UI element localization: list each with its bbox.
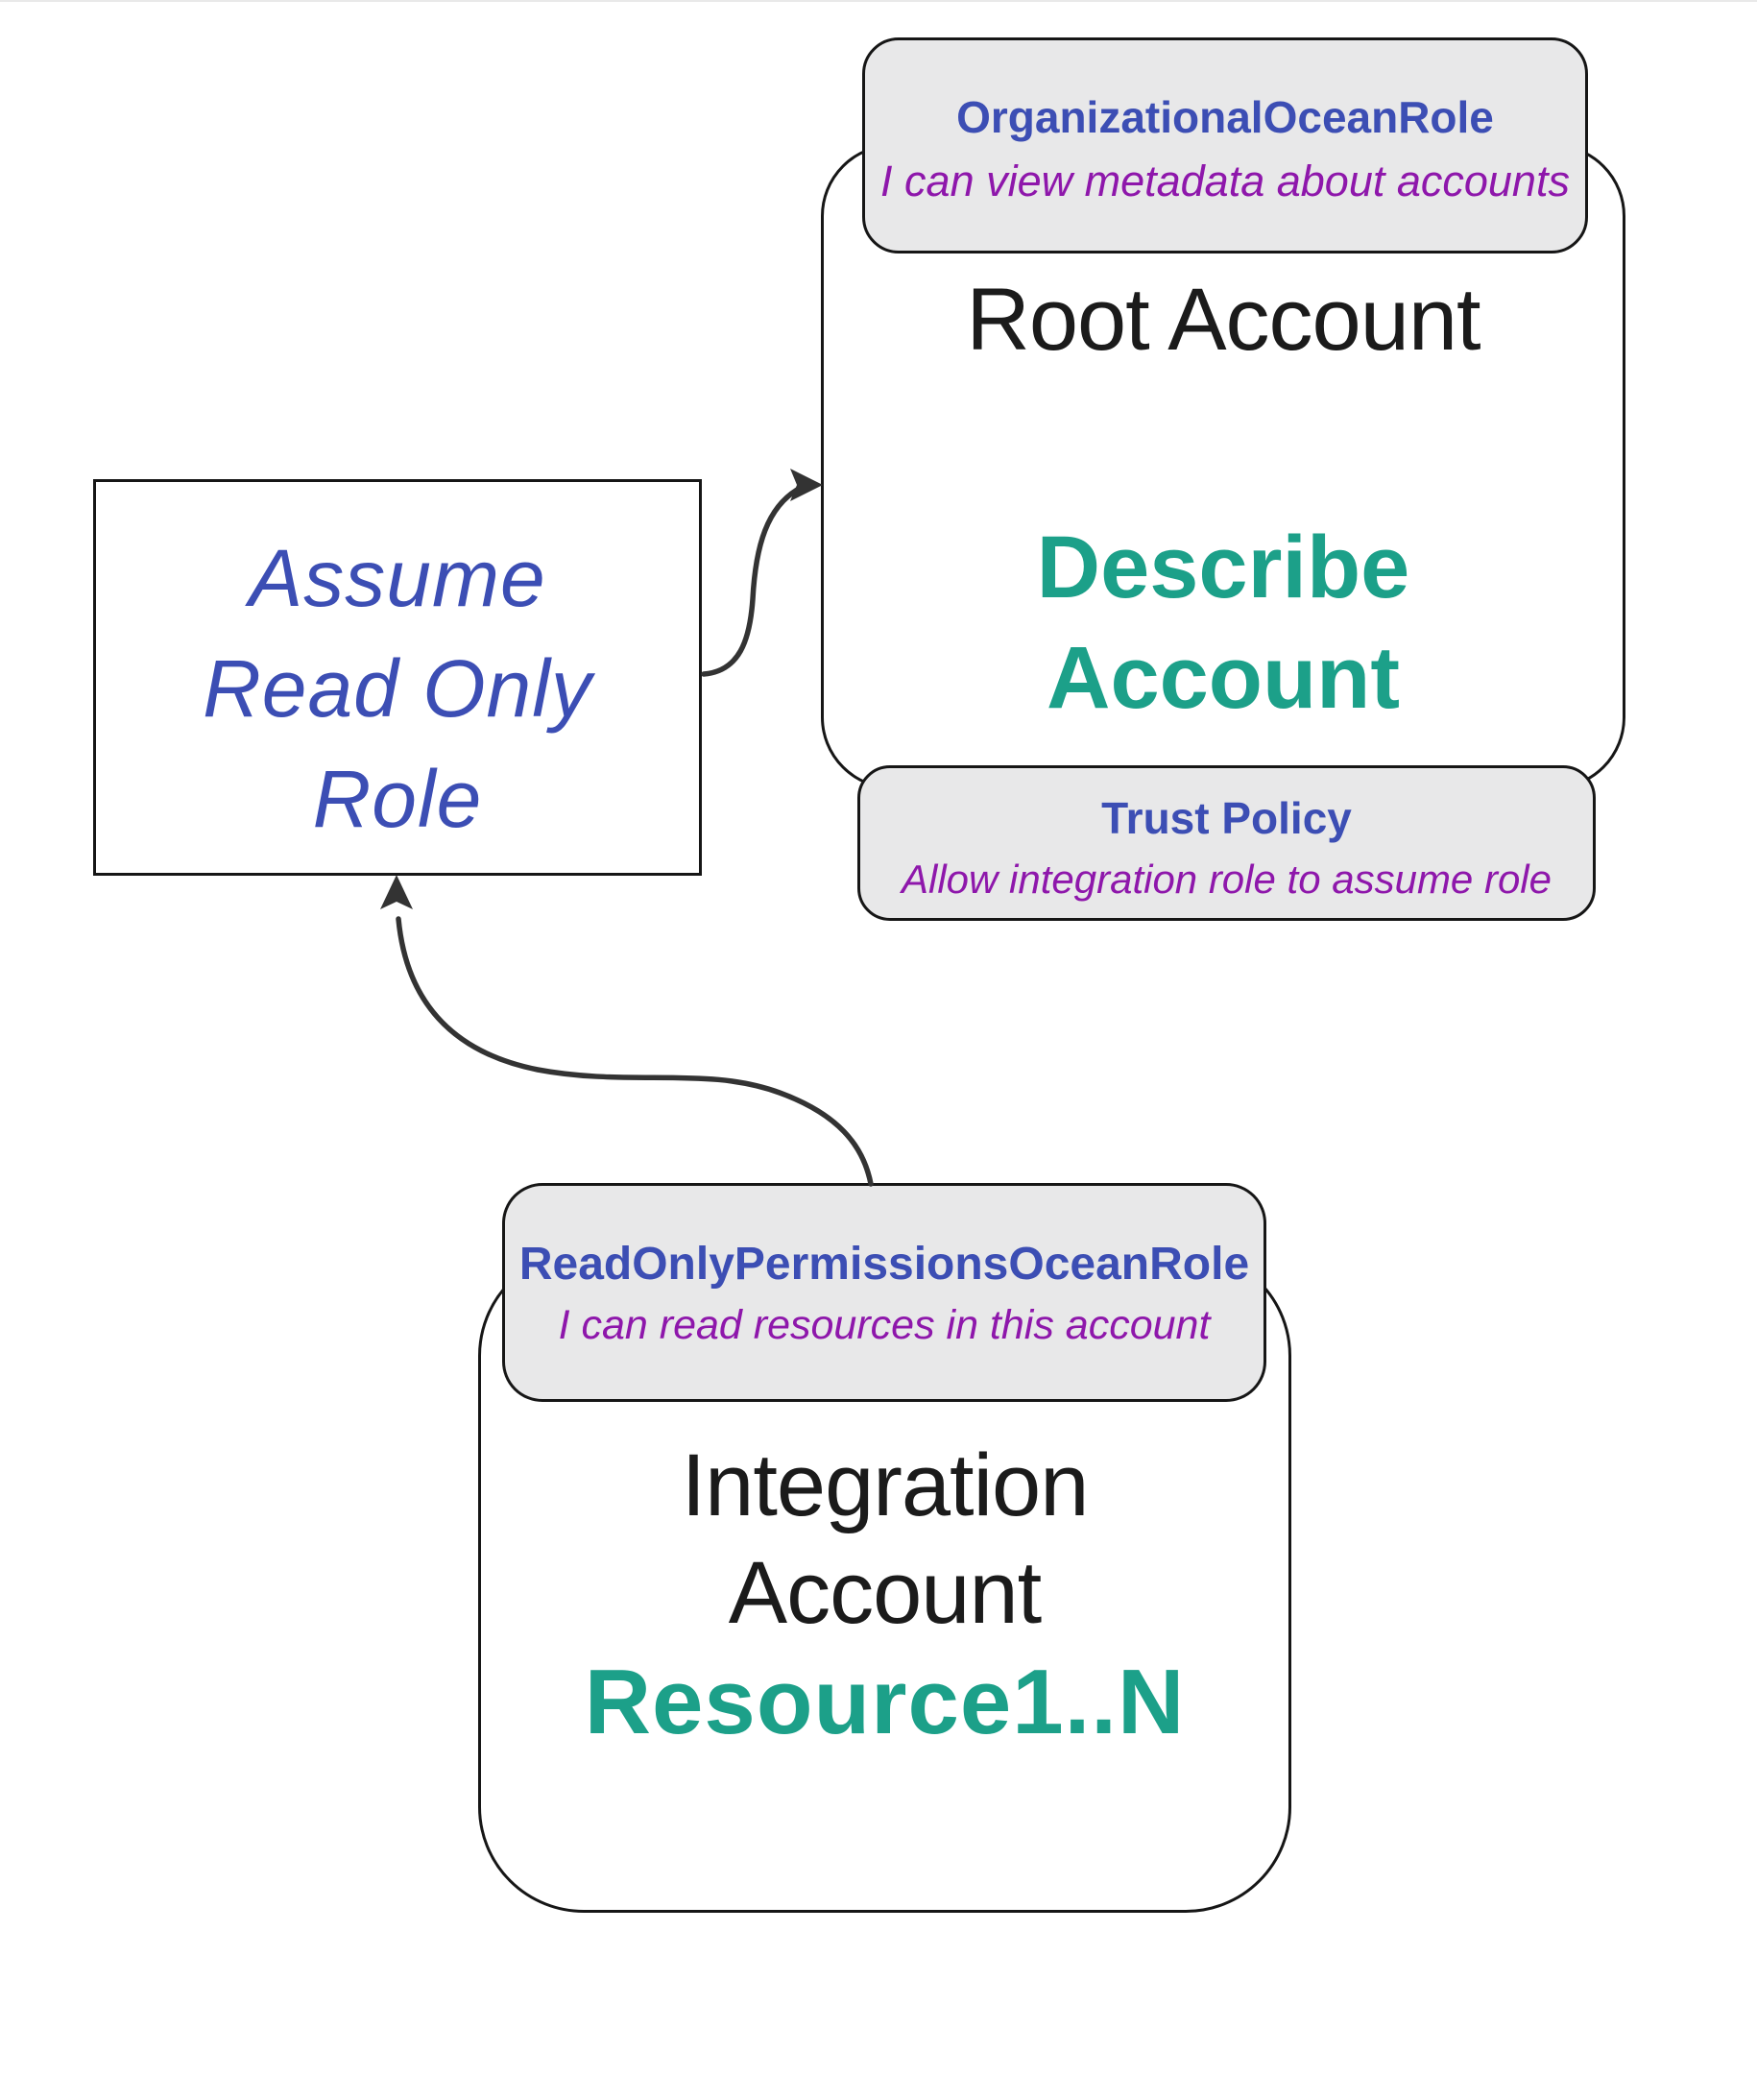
- trust-policy-description: Allow integration role to assume role: [901, 857, 1552, 902]
- assume-read-only-role-node: Assume Read Only Role: [93, 479, 702, 876]
- arrow-assume-to-root: [701, 486, 802, 677]
- describe-account-action-line2: Account: [1047, 629, 1400, 727]
- readonly-permissions-role-badge: ReadOnlyPermissionsOceanRole I can read …: [502, 1183, 1266, 1402]
- trust-policy-name: Trust Policy: [1101, 793, 1352, 843]
- assume-role-line3: Role: [312, 754, 483, 844]
- resources-label: Resource1..N: [584, 1651, 1186, 1753]
- integration-account-title-line1: Integration: [681, 1436, 1090, 1534]
- assume-role-line1: Assume: [249, 533, 546, 623]
- organizational-role-name: OrganizationalOceanRole: [956, 92, 1494, 142]
- organizational-role-badge: OrganizationalOceanRole I can view metad…: [862, 37, 1588, 253]
- organizational-role-description: I can view metadata about accounts: [880, 157, 1570, 205]
- arrowhead-assume-to-root: [790, 469, 823, 501]
- integration-account-title-line2: Account: [728, 1544, 1042, 1642]
- arrowhead-integration-to-assume: [380, 875, 413, 909]
- describe-account-action-line1: Describe: [1036, 519, 1410, 616]
- assume-role-line2: Read Only: [203, 643, 592, 734]
- root-account-title: Root Account: [966, 271, 1480, 369]
- readonly-permissions-role-description: I can read resources in this account: [558, 1302, 1211, 1348]
- trust-policy-badge: Trust Policy Allow integration role to a…: [857, 765, 1596, 921]
- arrow-integration-to-assume: [396, 916, 874, 1187]
- readonly-permissions-role-name: ReadOnlyPermissionsOceanRole: [518, 1239, 1250, 1290]
